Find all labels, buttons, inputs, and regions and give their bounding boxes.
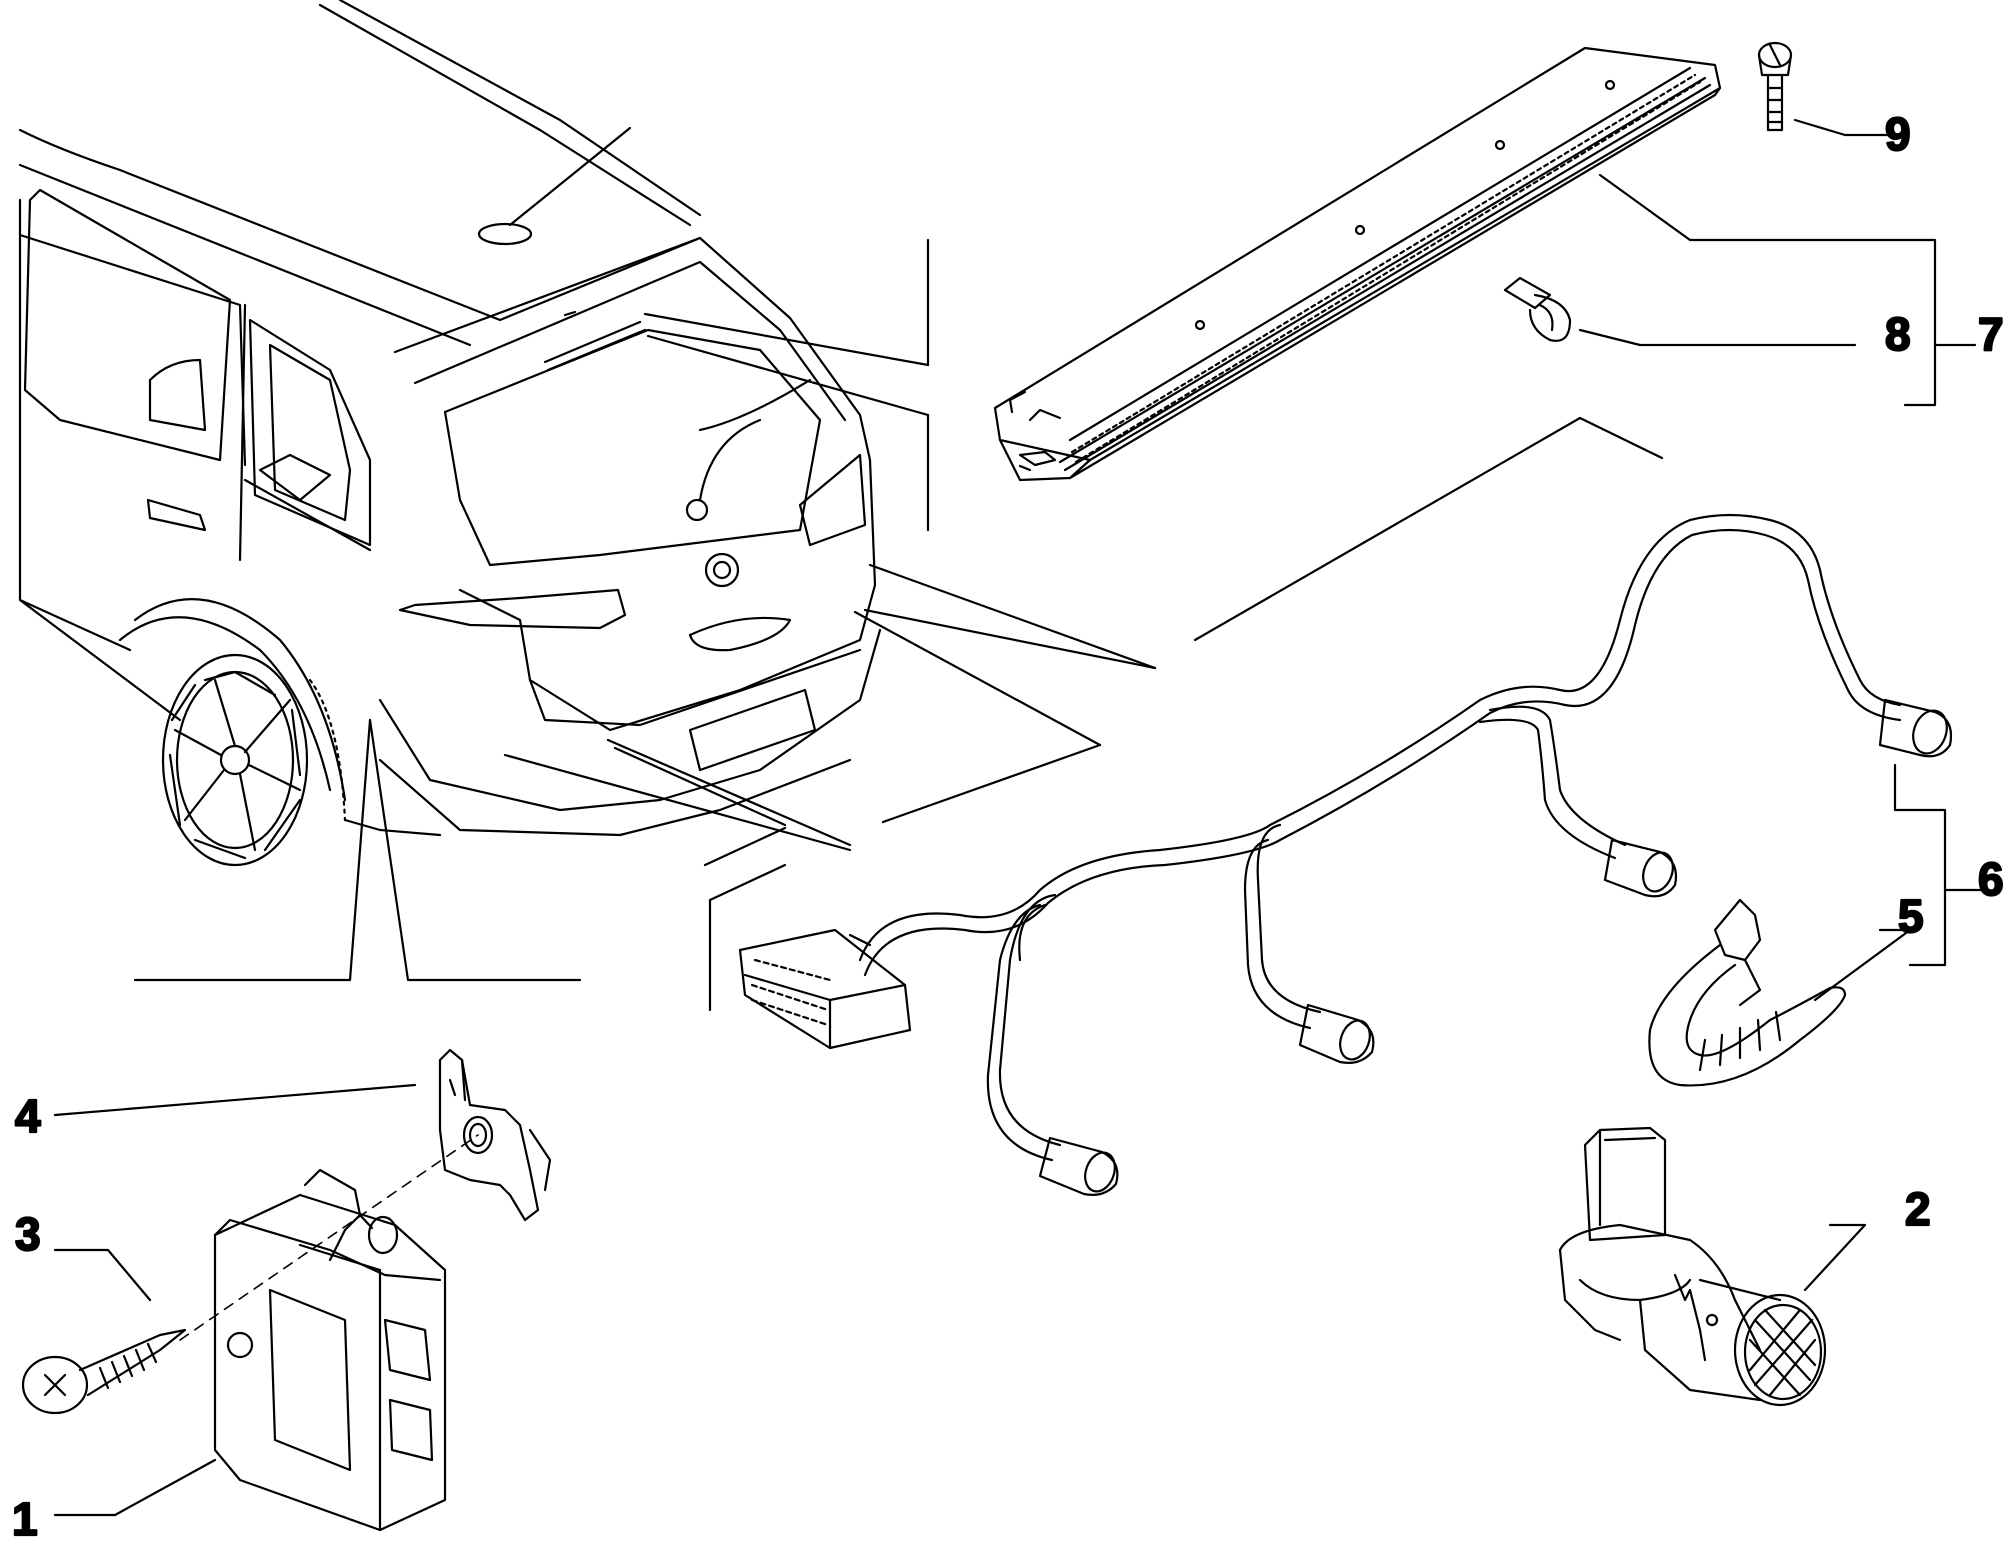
callout-6: 6	[1978, 853, 2004, 905]
cable-tie-icon	[1648, 898, 1847, 1087]
stop-light-bar	[993, 46, 1722, 482]
callout-9: 9	[1885, 108, 1911, 160]
self-tapping-screw-icon	[21, 1328, 187, 1415]
control-unit-icon	[213, 1168, 447, 1532]
callout-3: 3	[15, 1208, 41, 1260]
car-illustration	[18, 0, 882, 867]
parking-sensor-icon	[1558, 1126, 1827, 1407]
callout-8: 8	[1885, 308, 1911, 360]
car-leader-lines	[133, 238, 1664, 1012]
alignment-line	[179, 1134, 479, 1341]
wiring-harness	[738, 513, 1953, 1196]
callout-4: 4	[15, 1090, 41, 1142]
callout-2: 2	[1905, 1183, 1931, 1235]
callout-5: 5	[1898, 890, 1924, 942]
callout-leaders	[53, 118, 1987, 1517]
callout-7: 7	[1978, 308, 2004, 360]
clip-nut-icon	[438, 1048, 552, 1222]
callout-1: 1	[12, 1493, 38, 1538]
screw-icon	[1757, 41, 1793, 132]
bulb-icon	[1503, 276, 1572, 342]
